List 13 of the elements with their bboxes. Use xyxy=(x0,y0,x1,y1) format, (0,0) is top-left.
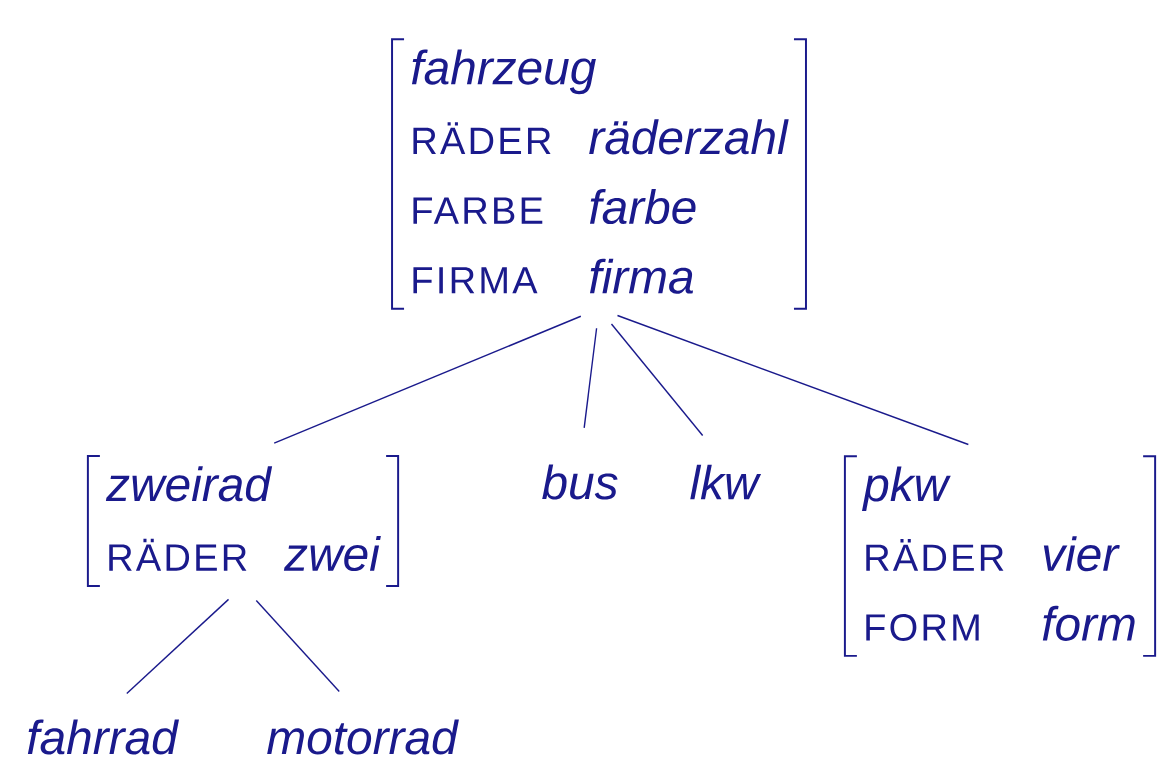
type-label: motorrad xyxy=(267,719,459,755)
type-label: bus xyxy=(542,464,618,500)
tree-line xyxy=(583,327,598,429)
tree-line xyxy=(255,599,340,693)
tree-line xyxy=(610,323,704,437)
type-label: fahrrad xyxy=(27,719,179,755)
tree-line xyxy=(273,315,582,444)
feature-structure: zweirad RÄDER zwei xyxy=(86,455,400,587)
feature-structure: fahrzeug RÄDER räderzahl FARBE farbe FIRMA firma xyxy=(391,38,807,310)
tree-line xyxy=(126,598,230,695)
tree-line xyxy=(616,314,970,446)
feature-structure: pkw RÄDER vier FORM form xyxy=(843,455,1157,657)
type-label: lkw xyxy=(690,464,762,500)
